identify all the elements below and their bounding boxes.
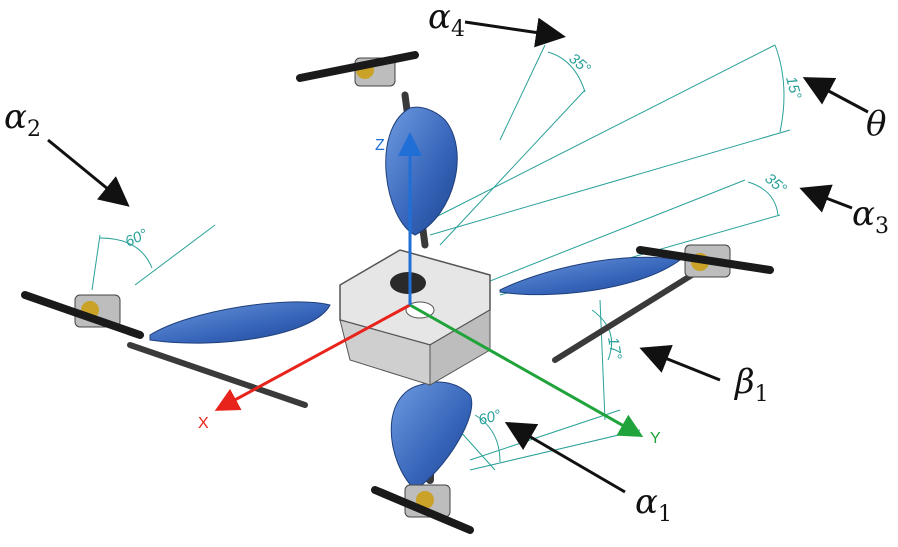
y-axis [409,303,644,437]
alpha2-label: α2 [4,97,41,142]
arrow-beta1 [639,344,721,382]
alpha4-label: α4 [428,0,465,42]
angle-beta1-label: 17° [604,336,625,361]
motor-pod-top [296,51,419,87]
blade-left [149,301,331,344]
arrow-alpha1 [504,421,626,494]
coordinate-axes: X Y Z [198,132,661,447]
x-axis [214,303,411,411]
angle-alpha1-label: 60° [477,407,503,429]
z-axis-label: Z [375,137,385,154]
alpha1-label: α1 [635,482,672,527]
greek-labels: α4 α2 θ α3 β1 α1 [4,0,889,527]
angle-theta-label: 15° [782,75,804,101]
motor-pod-bottom [371,484,474,534]
motor-pod-left [21,291,144,339]
theta-label: θ [866,104,886,144]
arrow-alpha3 [799,184,853,213]
motor-pod-right [636,244,774,278]
angle-alpha4-label: 35° [565,50,593,78]
arrow-theta [802,77,869,114]
blade-right [499,256,682,296]
arrow-alpha2 [47,138,130,207]
angle-alpha3-label: 35° [761,170,789,198]
arrow-alpha4 [464,17,566,48]
motor-pods [21,51,774,534]
beta1-label: β1 [733,362,769,407]
blade-bottom [390,381,473,491]
central-hub [339,249,491,386]
blade-top [385,106,458,236]
y-axis-label: Y [650,430,661,447]
alpha3-label: α3 [852,194,889,239]
x-axis-label: X [198,415,209,432]
pointer-arrows [47,17,869,494]
angle-alpha2-label: 60° [123,226,151,251]
